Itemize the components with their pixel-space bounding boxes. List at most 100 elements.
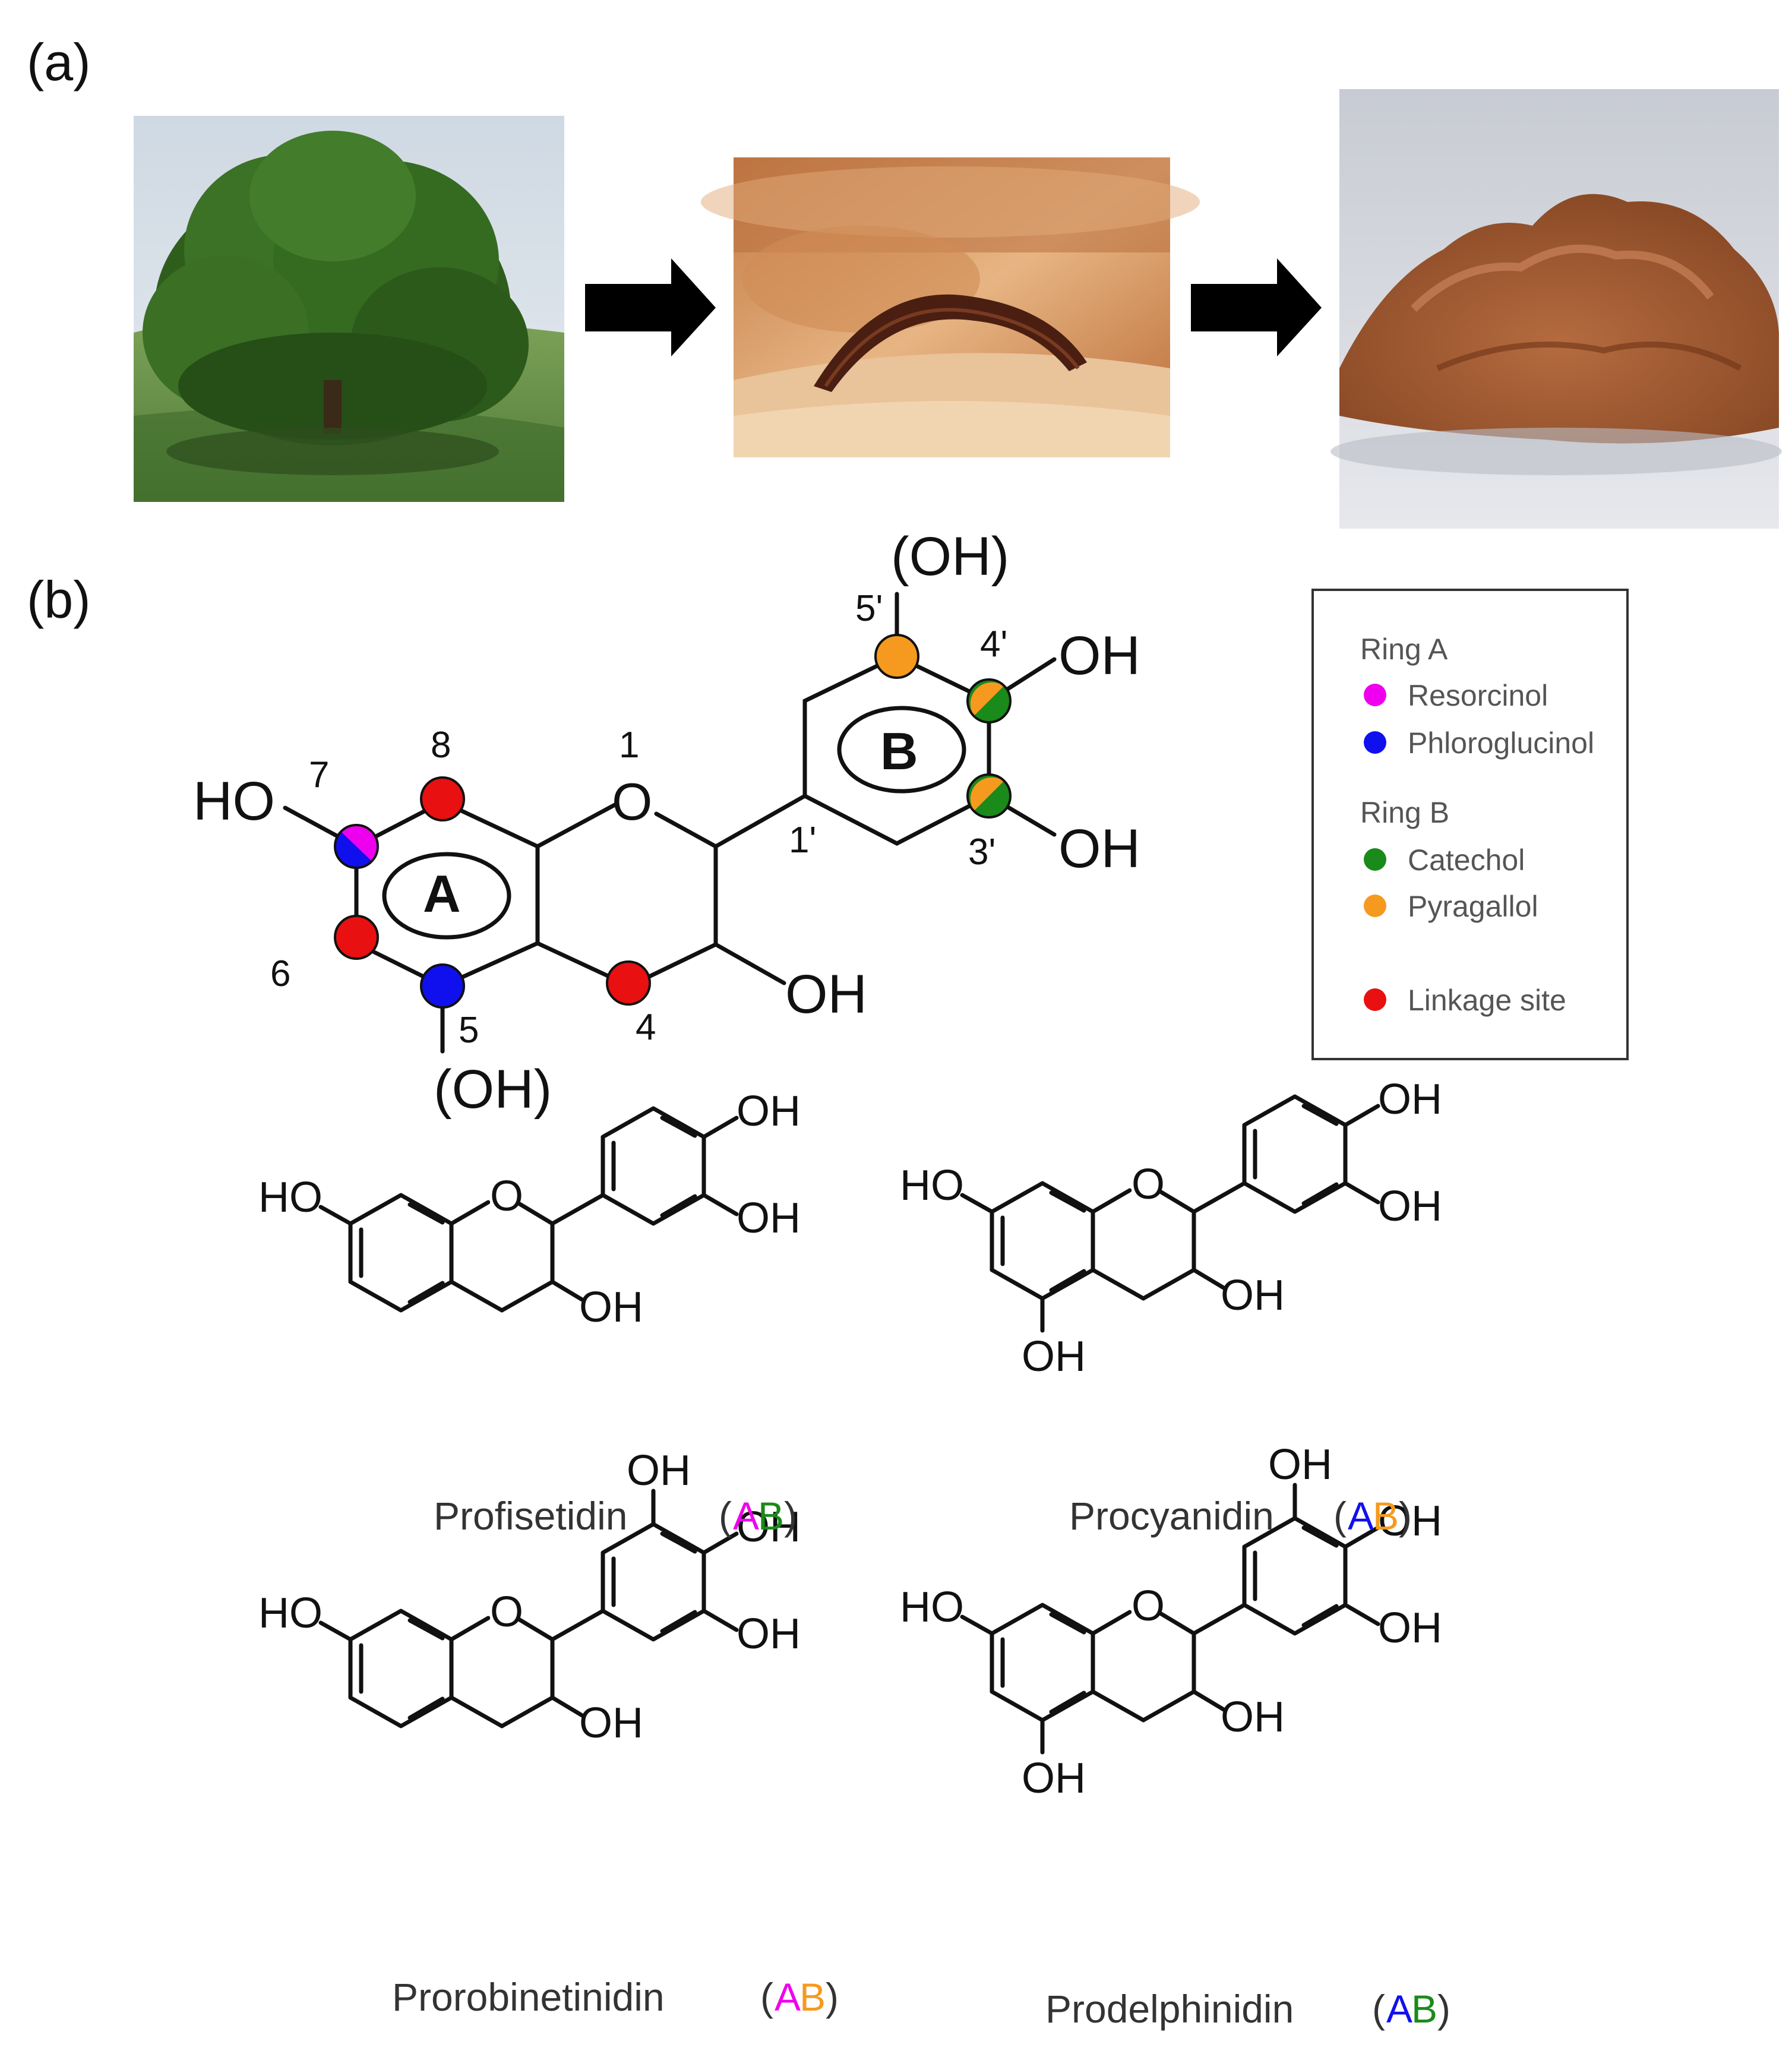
oh-4prime-label: OH xyxy=(737,1503,801,1551)
caption-name: Prodelphinidin xyxy=(1045,1987,1294,2031)
caption-ring-a-letter: A xyxy=(1386,1987,1412,2031)
caption-procyanidin: Procyanidin(AB) xyxy=(1069,1494,1412,1538)
ring-b-double-2 xyxy=(1301,1525,1339,1548)
c7-oh-bond xyxy=(318,1620,353,1642)
c8a-o1-bond xyxy=(1091,1610,1132,1636)
c3-c4-bond xyxy=(1141,1689,1196,1723)
legend: Ring A Resorcinol Phloroglucinol Ring B … xyxy=(1311,589,1629,1060)
ring-b-double-3 xyxy=(660,1194,697,1218)
ring-a-double-3 xyxy=(1049,1190,1086,1213)
num-1prime: 1' xyxy=(789,820,816,861)
c2-c1prime-bond xyxy=(550,1193,605,1226)
ring-a-bonds xyxy=(348,1193,454,1313)
ring-a-double-3 xyxy=(407,1202,445,1225)
caption-ring-b-letter: B xyxy=(1411,1987,1437,2031)
ring-a-double-2 xyxy=(1049,1690,1086,1714)
legend-ring-a-title: Ring A xyxy=(1360,633,1448,666)
ho-7-label: HO xyxy=(900,1162,964,1209)
legend-linkage: Linkage site xyxy=(1408,984,1566,1017)
legend-catechol: Catechol xyxy=(1408,843,1525,877)
caption-open-paren: ( xyxy=(719,1494,732,1538)
oh-5-label: (OH) xyxy=(434,1059,552,1120)
ring-b-double-2 xyxy=(1301,1104,1339,1126)
c3-oh-bond xyxy=(1191,1689,1226,1712)
c8a-o1-bond xyxy=(449,1616,491,1642)
ring-a-bonds xyxy=(990,1603,1095,1723)
ho-7-label: HO xyxy=(258,1590,323,1637)
legend-pyragallol: Pyragallol xyxy=(1408,890,1538,923)
c2-c1prime-bond xyxy=(1191,1603,1247,1636)
ring-a-double-3 xyxy=(1049,1612,1086,1635)
pyragallol-site-5prime xyxy=(874,634,919,679)
num-8: 8 xyxy=(431,725,451,766)
linkage-site-c6 xyxy=(334,915,379,960)
c3prime-oh-bond xyxy=(701,1609,739,1632)
c4prime-split-marker xyxy=(966,678,1012,723)
c4prime-oh-bond xyxy=(1343,1525,1380,1549)
c7-oh-bond xyxy=(960,1614,994,1636)
o1-c2-bond xyxy=(1156,1610,1196,1636)
num-4: 4 xyxy=(636,1007,656,1048)
ring-b-double-2 xyxy=(660,1116,697,1138)
caption-name: Procyanidin xyxy=(1069,1494,1274,1538)
num-5prime: 5' xyxy=(855,588,883,629)
ring-b-double-2 xyxy=(660,1531,697,1554)
c2-c1prime-bond xyxy=(550,1609,605,1642)
general-structure xyxy=(283,592,1057,1054)
num-3prime: 3' xyxy=(968,832,995,873)
ho-7-label: HO xyxy=(193,771,275,832)
oh-3prime-label: OH xyxy=(1378,1183,1442,1230)
c3prime-oh-bond xyxy=(1343,1181,1380,1205)
caption-name: Profisetidin xyxy=(434,1494,628,1538)
c4prime-oh-bond xyxy=(701,1531,739,1555)
oh-c3-label: OH xyxy=(785,964,867,1025)
c7-oh-bond xyxy=(318,1205,353,1226)
legend-catechol-swatch xyxy=(1364,848,1386,871)
caption-ring-a-letter: A xyxy=(775,1975,801,2019)
caption-close-paren: ) xyxy=(1437,1987,1450,2031)
oh-4prime-label: OH xyxy=(1378,1497,1442,1545)
oh-5-label: OH xyxy=(1022,1755,1086,1802)
c4-c4a-bond xyxy=(1091,1689,1146,1723)
general-labels: (OH) OH OH OH HO (OH) O A B 1 8 7 6 5 4 … xyxy=(193,526,1140,1120)
num-7: 7 xyxy=(309,754,329,795)
ring-b-double-3 xyxy=(1301,1182,1339,1206)
caption-open-paren: ( xyxy=(1333,1494,1347,1538)
ring-oxygen-label: O xyxy=(612,772,652,831)
c4prime-oh-bond xyxy=(701,1116,739,1139)
bonds xyxy=(318,1106,739,1313)
legend-resorcinol-swatch xyxy=(1364,684,1386,706)
oh-3-label: OH xyxy=(579,1284,643,1331)
c3-c4-bond xyxy=(500,1695,555,1728)
ring-a-bonds xyxy=(348,1609,454,1728)
c7-oh-bond xyxy=(960,1193,994,1214)
c4-c4a-bond xyxy=(449,1279,504,1313)
num-4prime: 4' xyxy=(980,624,1007,665)
caption-profisetidin: Profisetidin(AB) xyxy=(434,1494,797,1538)
oh-5prime-label: (OH) xyxy=(891,526,1009,587)
oh-3prime-label: OH xyxy=(737,1610,801,1658)
caption-ring-b-letter: B xyxy=(1373,1494,1399,1538)
oxygen-mask xyxy=(1132,1592,1158,1622)
tree-photo xyxy=(134,116,564,502)
legend-phloroglucinol: Phloroglucinol xyxy=(1408,726,1594,760)
ring-oxygen-label: O xyxy=(1132,1161,1165,1208)
oh-3-label: OH xyxy=(579,1699,643,1747)
c3prime-oh-bond xyxy=(701,1193,739,1216)
c4-c4a-bond xyxy=(449,1695,504,1728)
caption-close-paren: ) xyxy=(826,1975,839,2019)
caption-prodelphinidin: Prodelphinidin(AB) xyxy=(1045,1987,1450,2031)
panel-b-label: (b) xyxy=(27,570,91,629)
c3prime-oh-bond xyxy=(1343,1603,1380,1626)
powder-photo xyxy=(1330,89,1782,529)
ring-a-double-2 xyxy=(407,1696,445,1720)
ho-7-label: HO xyxy=(900,1584,964,1631)
c3-c4-bond xyxy=(500,1279,555,1313)
ho-7-label: HO xyxy=(258,1174,323,1221)
caption-prorobinetinidin: Prorobinetinidin(AB) xyxy=(392,1975,839,2019)
